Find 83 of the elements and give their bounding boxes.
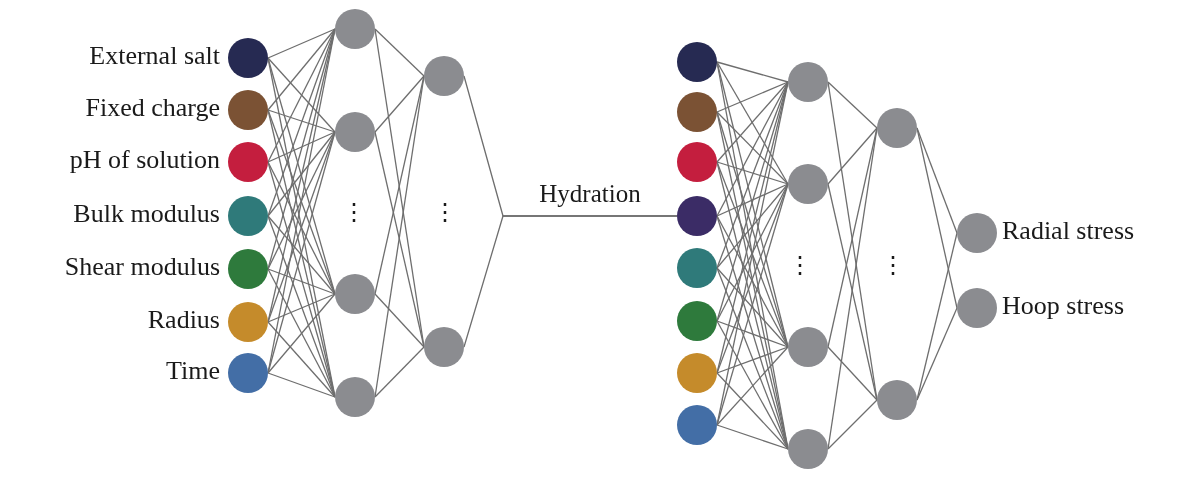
connection-line xyxy=(716,346,789,426)
connection-line xyxy=(267,28,336,59)
neuron-circle xyxy=(957,288,997,328)
connection-line xyxy=(716,320,789,348)
connection-line xyxy=(827,346,878,401)
neuron-circle xyxy=(677,196,717,236)
neuron-circle xyxy=(677,42,717,82)
connection-line xyxy=(916,307,958,401)
connection-line xyxy=(716,111,789,185)
connection-line xyxy=(267,268,336,295)
connection-line xyxy=(267,321,336,398)
input-label: Radius xyxy=(147,305,220,335)
connection-line xyxy=(716,61,789,185)
input-label: External salt xyxy=(89,41,220,71)
connection-line xyxy=(374,28,425,77)
connection-line xyxy=(374,75,425,133)
neuron-circle xyxy=(957,213,997,253)
neuron-circle xyxy=(788,62,828,102)
input-label: Shear modulus xyxy=(64,252,220,282)
neuron-circle xyxy=(228,302,268,342)
neuron-circle xyxy=(677,301,717,341)
neuron-circle xyxy=(228,196,268,236)
neuron-circle xyxy=(335,377,375,417)
connection-line xyxy=(827,183,878,401)
connection-line xyxy=(716,424,789,450)
neuron-circle xyxy=(677,248,717,288)
connection-line xyxy=(267,28,336,111)
connection-line xyxy=(827,399,878,450)
connection-line xyxy=(827,81,878,129)
connection-line xyxy=(716,267,789,348)
neuron-circle xyxy=(877,108,917,148)
neuron-circle xyxy=(788,164,828,204)
ellipsis-mark: ⋮ xyxy=(881,253,905,277)
ellipsis-mark: ⋮ xyxy=(788,253,812,277)
input-label: Fixed charge xyxy=(85,93,220,123)
neuron-circle xyxy=(228,249,268,289)
neuron-circle xyxy=(424,327,464,367)
connection-line xyxy=(267,109,336,133)
neuron-circle xyxy=(335,112,375,152)
connection-line xyxy=(374,131,425,348)
connection-line xyxy=(267,57,336,133)
neuron-circle xyxy=(677,353,717,393)
connection-line xyxy=(916,127,958,234)
output-label: Hoop stress xyxy=(1002,291,1125,321)
neuron-circle xyxy=(228,353,268,393)
connection-line xyxy=(916,127,958,309)
neuron-circle xyxy=(677,405,717,445)
ellipsis-mark: ⋮ xyxy=(342,200,366,224)
connection-line xyxy=(267,215,336,295)
input-label: Bulk modulus xyxy=(73,199,220,229)
neuron-circle xyxy=(335,9,375,49)
neuron-circle xyxy=(877,380,917,420)
input-label: Time xyxy=(166,356,220,386)
connection-line xyxy=(716,183,789,269)
connection-line xyxy=(374,346,425,398)
connection-line xyxy=(716,372,789,450)
connection-line xyxy=(463,215,678,348)
connection-line xyxy=(267,293,336,323)
connection-line xyxy=(267,293,336,374)
neuron-circle xyxy=(677,142,717,182)
connection-line xyxy=(267,131,336,163)
neuron-circle xyxy=(788,429,828,469)
neuron-circle xyxy=(424,56,464,96)
ellipsis-mark: ⋮ xyxy=(433,200,457,224)
connection-line xyxy=(716,81,789,113)
connection-line xyxy=(716,346,789,374)
connection-line xyxy=(716,61,789,83)
neuron-circle xyxy=(228,142,268,182)
connection-line xyxy=(716,81,789,163)
connection-line xyxy=(716,183,789,322)
connection-line xyxy=(716,161,789,185)
connection-line xyxy=(267,131,336,217)
output-label: Radial stress xyxy=(1002,216,1135,246)
connection-line xyxy=(374,293,425,348)
neuron-circle xyxy=(788,327,828,367)
connection-line xyxy=(827,127,878,185)
connection-line xyxy=(267,372,336,398)
neuron-circle xyxy=(228,90,268,130)
neuron-circle xyxy=(677,92,717,132)
neuron-circle xyxy=(228,38,268,78)
input-label: pH of solution xyxy=(69,145,220,175)
neuron-circle xyxy=(335,274,375,314)
connection-line xyxy=(716,183,789,217)
